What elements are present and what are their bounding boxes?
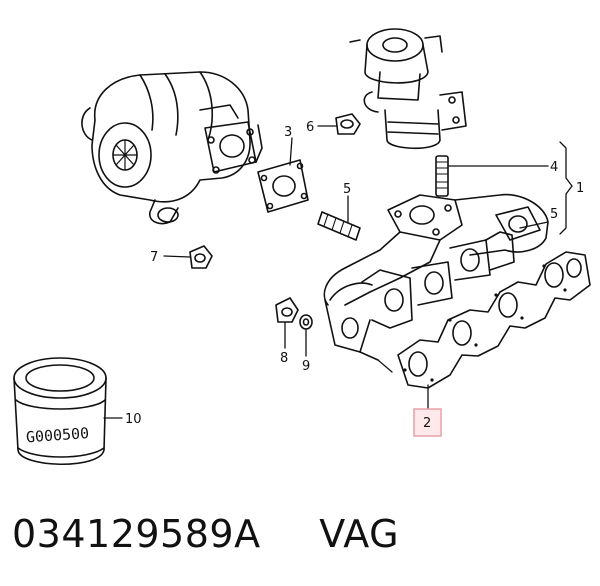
stud-4 (435, 155, 449, 197)
part-number: 034129589A (12, 512, 261, 556)
exhaust-manifold (323, 193, 549, 361)
callout-4: 4 (550, 160, 558, 175)
highlight-box-2 (413, 408, 442, 437)
callout-5-right: 5 (550, 207, 558, 222)
brand-name: VAG (319, 512, 400, 556)
callout-9: 9 (302, 359, 310, 374)
callout-5-left: 5 (343, 182, 351, 197)
callout-1: 1 (576, 181, 584, 196)
callout-6: 6 (306, 120, 314, 135)
egr-valve (349, 28, 467, 150)
manifold-gasket-2 (397, 251, 591, 389)
washer-9 (299, 314, 313, 330)
callout-2: 2 (423, 416, 431, 431)
leader-lines (103, 125, 573, 419)
stud-5 (317, 211, 361, 241)
callout-3: 3 (284, 125, 292, 140)
nut-6 (335, 113, 361, 135)
sleeve-10 (13, 357, 107, 465)
nut-8 (275, 297, 299, 323)
sleeve-marking: G000500 (25, 424, 89, 446)
part-code-caption: 034129589A VAG (12, 512, 399, 556)
turbocharger (81, 71, 263, 225)
flange-gasket-3 (257, 159, 309, 213)
callout-8: 8 (280, 351, 288, 366)
callout-10: 10 (125, 412, 142, 427)
callout-7: 7 (150, 250, 158, 265)
nut-7 (189, 245, 213, 269)
